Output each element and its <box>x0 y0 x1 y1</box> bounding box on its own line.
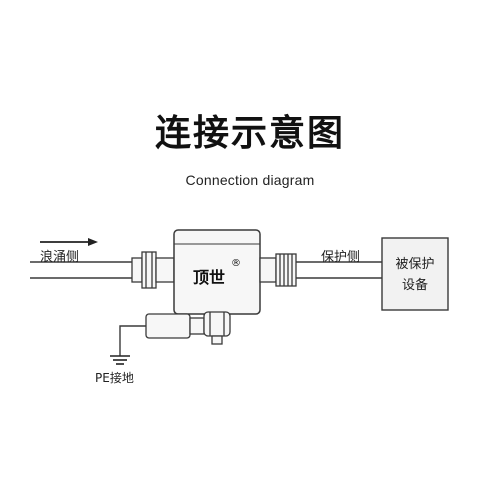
surge-direction-arrow <box>40 238 98 246</box>
protected-side-cable <box>296 261 382 279</box>
surge-side-cable <box>30 261 132 279</box>
protected-side-label: 保护侧 <box>321 250 361 265</box>
ground-terminal <box>145 311 231 345</box>
protected-device-label: 被保护 设备 <box>382 254 448 296</box>
ground-icon <box>110 355 130 365</box>
pe-ground-wire <box>119 325 146 356</box>
protected-device-line1: 被保护 <box>395 257 435 272</box>
pe-ground-label: PE接地 <box>95 371 134 385</box>
page-title: 连接示意图 <box>154 113 345 154</box>
left-connector <box>131 251 175 289</box>
surge-side-label: 浪涌侧 <box>40 250 80 265</box>
device-brand: 顶世 <box>193 268 226 287</box>
page-subtitle: Connection diagram <box>185 172 315 188</box>
protected-device-box <box>381 237 449 311</box>
registered-mark: ® <box>231 258 241 269</box>
right-connector <box>259 253 297 287</box>
protected-device-line2: 设备 <box>401 278 428 293</box>
